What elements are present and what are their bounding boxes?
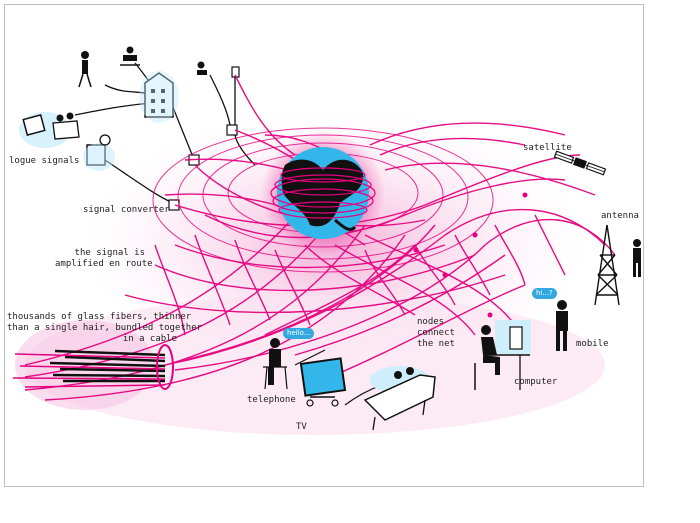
label-signal-converter: signal converter	[83, 205, 170, 215]
tv-icon	[299, 357, 347, 407]
analogue-devices-icon	[19, 112, 115, 171]
network-diagram	[12, 46, 641, 435]
network-nodes	[413, 192, 528, 318]
label-telephone: telephone	[247, 395, 296, 405]
illustration-frame: logue signals signal converter the signa…	[4, 4, 644, 487]
globe	[261, 131, 385, 255]
label-nodes: nodes connect the net	[417, 317, 455, 349]
label-antenna: antenna	[601, 211, 639, 221]
person-antenna-icon	[633, 239, 641, 277]
speech-bubble-mobile: hi...?	[532, 288, 557, 299]
label-analogue-signals: logue signals	[9, 156, 80, 166]
satellite-icon	[553, 150, 607, 176]
label-glass-fibers: thousands of glass fibers, thinner than …	[7, 312, 202, 344]
label-signal-amplified: the signal is amplified en route	[55, 248, 153, 269]
label-satellite: satellite	[523, 143, 572, 153]
building-icon	[139, 71, 179, 123]
label-computer: computer	[514, 377, 558, 387]
fiber-cable	[12, 344, 174, 390]
antenna-icon	[594, 224, 620, 306]
label-tv: TV	[296, 422, 307, 432]
sofa-viewers-icon	[363, 366, 436, 431]
telephone-user-icon	[263, 338, 288, 390]
person-mobile-icon	[556, 300, 568, 351]
label-mobile: mobile	[576, 339, 609, 349]
computer-icon	[474, 320, 531, 390]
speech-bubble-telephone: hello...	[283, 328, 315, 339]
people-top-left-icon	[78, 46, 207, 88]
